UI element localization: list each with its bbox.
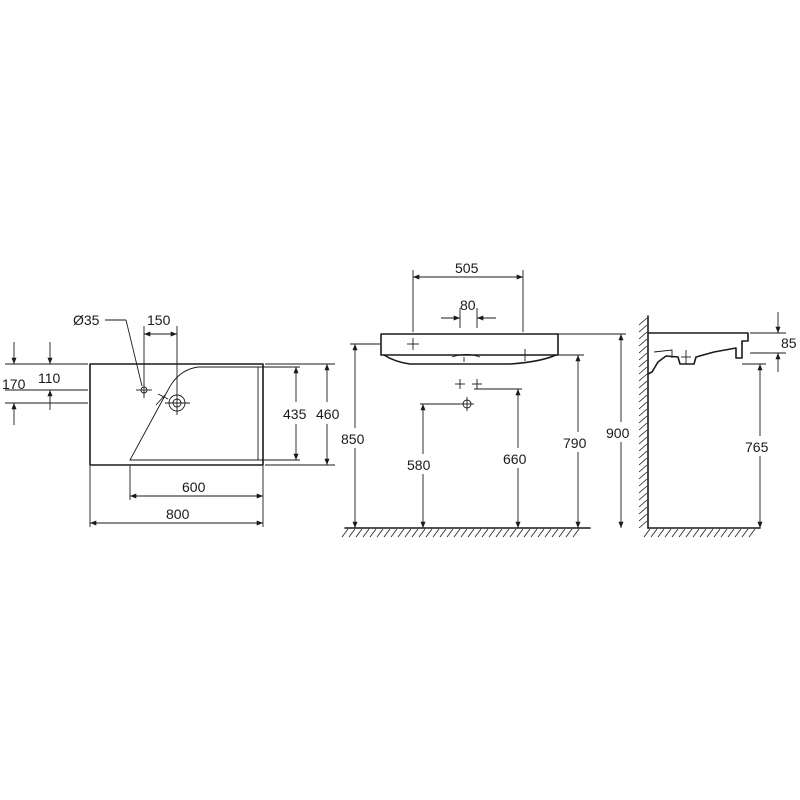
basin-front-outline (380, 333, 559, 356)
label-fixing-gap: 80 (460, 297, 476, 313)
label-outer-depth: 460 (316, 406, 340, 422)
label-inner-depth: 435 (283, 406, 307, 422)
bowl-outline (129, 366, 259, 461)
floor-hatch-side (643, 528, 756, 538)
basin-side-profile (647, 332, 749, 375)
drain-hole-marker (155, 391, 190, 415)
label-fixing-span: 505 (455, 260, 479, 276)
label-diameter: Ø35 (73, 312, 100, 328)
label-bracket-low: 580 (407, 457, 431, 473)
label-bracket-high: 660 (503, 451, 527, 467)
front-view: 505 80 850 580 660 790 900 (340, 260, 639, 538)
label-rim-height: 850 (341, 431, 365, 447)
fixing-marker-left (407, 338, 419, 350)
label-drain-height: 765 (745, 439, 769, 455)
label-rim-thickness: 85 (781, 335, 797, 351)
label-top: 900 (606, 425, 630, 441)
basin-outline (89, 363, 264, 466)
fixing-marker-right (519, 349, 531, 361)
label-left-upper: 110 (38, 370, 61, 386)
label-left-lower: 170 (2, 376, 26, 392)
plan-view: Ø35 150 110 170 435 460 600 800 (2, 312, 346, 527)
label-tap-offset: 150 (147, 312, 171, 328)
label-total-width: 800 (166, 506, 190, 522)
side-view: 85 765 (638, 312, 797, 538)
basin-front-underside (383, 354, 557, 365)
label-underside: 790 (563, 435, 587, 451)
floor-hatch-front (341, 528, 580, 538)
waste-markers (455, 379, 482, 411)
label-bowl-width: 600 (182, 479, 206, 495)
wall-hatch (638, 317, 648, 529)
